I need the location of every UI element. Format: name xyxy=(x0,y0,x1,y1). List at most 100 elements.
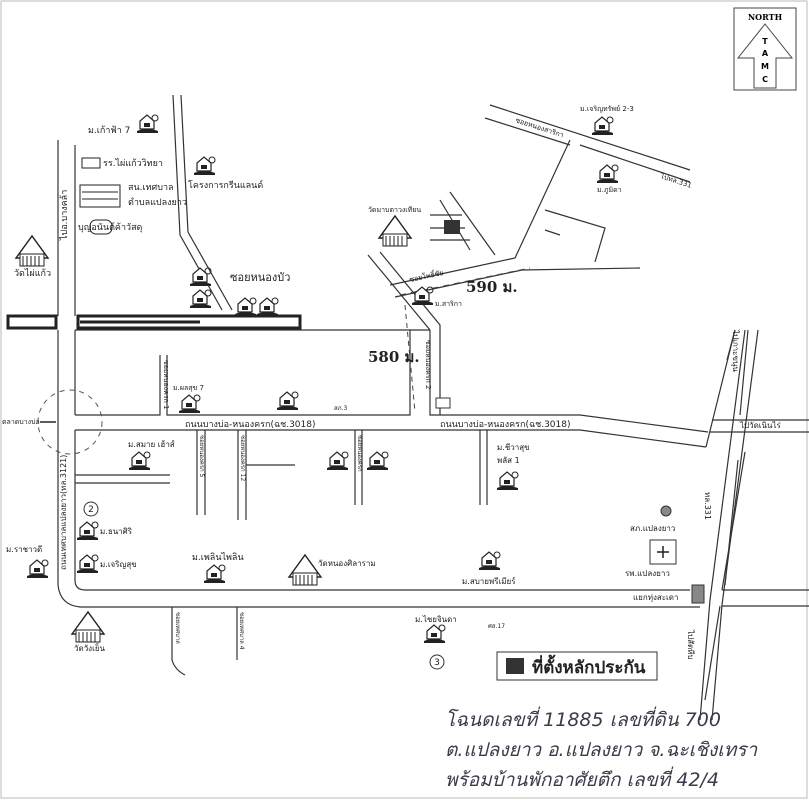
house-icon xyxy=(193,156,216,176)
temple-icon xyxy=(15,235,49,267)
place-label: ม.เจริญทรัพย์ 2-3 xyxy=(580,105,634,113)
place-label: โครงการกรีนแลนด์ xyxy=(188,179,263,191)
house-icon xyxy=(26,559,49,579)
legend-swatch xyxy=(506,658,524,674)
place-label: ม.สบายพรีเมียร์ xyxy=(462,576,516,586)
police-icon xyxy=(660,505,672,517)
road-label: ไปทล.331 xyxy=(658,171,693,190)
place-label: บุญอนันต์ค้าวัสดุ xyxy=(78,221,143,233)
road-label: ไปเกาะขนุน xyxy=(731,329,740,372)
place-label: ม.ผลสุข 7 xyxy=(173,384,204,392)
house-icon xyxy=(326,451,349,471)
house-icon xyxy=(178,394,201,414)
place-label: ม.ไชยจินดา xyxy=(415,615,457,624)
roads xyxy=(6,94,809,721)
compass-letter: A xyxy=(762,49,769,58)
house-icon xyxy=(189,267,212,287)
place-label: สภ.แปลงยาว xyxy=(630,524,675,533)
house-icon xyxy=(189,289,212,309)
road-label: ซอยหนองบัว xyxy=(230,271,290,284)
road-label: ไปวัดเนินไร่ xyxy=(739,421,781,430)
house-icon xyxy=(276,391,299,411)
temple-icon xyxy=(378,215,412,247)
marker-3 xyxy=(429,654,445,670)
traffic-light-icon xyxy=(691,584,705,604)
place-label: ม.เพลินไพลิน xyxy=(192,552,244,563)
temple-icon xyxy=(288,554,322,586)
legend: ที่ตั้งหลักประกัน xyxy=(496,651,658,681)
place-label: ตลาดบางบ่อ xyxy=(2,418,40,426)
legend-label: ที่ตั้งหลักประกัน xyxy=(532,654,646,678)
marker-2-label: 2 xyxy=(88,505,94,515)
road-label: ซอยหนองครก 5 xyxy=(198,435,205,478)
building-icons: 2 3 xyxy=(79,157,705,670)
house-icon xyxy=(76,521,99,541)
handwritten-line: โฉนดเลขที่ 11885 เลขที่ดิน 700 xyxy=(445,706,721,731)
road-label: ซอยเทศบาล xyxy=(174,612,181,644)
house-icon xyxy=(203,564,226,584)
marker-2 xyxy=(83,501,99,517)
place-label: วัดวังเย็น xyxy=(74,643,106,653)
house-icon xyxy=(256,297,279,317)
handwritten-note: โฉนดเลขที่ 11885 เลขที่ดิน 700 ต.แปลงยาว… xyxy=(445,706,759,791)
place-label: วัดไผ่แก้ว xyxy=(14,268,51,279)
place-label: ม.ธนาศิริ xyxy=(100,527,133,536)
school-icon xyxy=(81,157,101,169)
north-arrow-icon xyxy=(736,23,794,89)
handwritten-line: พร้อมบ้านพักอาศัยตึก เลขที่ 42/4 xyxy=(445,766,719,791)
distance-label: 590 ม. xyxy=(466,278,518,296)
house-icon xyxy=(76,554,99,574)
place-label: ม.เจริญสุข xyxy=(100,560,137,569)
road-label: แยกทุ่งสะเดา xyxy=(633,593,678,602)
place-label: ม.เก้าฟ้า 7 xyxy=(88,125,130,136)
road-label: ซอยหนองสาริกา xyxy=(514,116,564,139)
marker-3-label: 3 xyxy=(434,658,440,668)
compass-letter: C xyxy=(762,75,768,84)
north-compass: NORTH T A M C xyxy=(733,7,797,91)
shop-icon xyxy=(89,219,113,235)
road-label: ซอยหนองครก 12 xyxy=(239,435,246,481)
place-label: สภ.3 xyxy=(334,405,348,412)
road-label: ซอยหนองครก 1 xyxy=(162,360,170,409)
road-label: ไปอ.บางคล้า xyxy=(59,190,70,241)
place-label: วัดมาบตาวงเทียน xyxy=(368,206,421,214)
house-icon xyxy=(478,551,501,571)
place-label: พลัส 1 xyxy=(497,456,520,465)
temple-icon xyxy=(71,611,105,643)
hospital-cross-icon xyxy=(657,546,669,558)
road-label: ทล.331 xyxy=(703,492,712,520)
road-label: ซอยหนองครก xyxy=(356,435,363,472)
house-icon xyxy=(128,451,151,471)
place-label: รพ.แปลงยาว xyxy=(625,569,670,578)
house-icon xyxy=(423,624,446,644)
road-label: ซอยโพธิ์ชัย xyxy=(408,267,444,284)
house-icon xyxy=(591,116,614,136)
compass-title: NORTH xyxy=(748,12,783,22)
place-label: ม.ราชาวดี xyxy=(6,545,42,554)
building-icon xyxy=(435,397,451,409)
house-icon xyxy=(496,471,519,491)
map-labels: ม.เก้าฟ้า 7 รร.ไผ่แก้ววิทยา สน.เทศบาล ตำ… xyxy=(2,105,781,660)
place-label: ม.ภูมิดา xyxy=(597,186,622,194)
collateral-location-marker xyxy=(444,220,460,234)
road-label: ถนนบางบ่อ-หนองครก(ฉช.3018) xyxy=(185,420,316,430)
road-label: ถนนเทศบาลแปลงยาว(ทล.3121) xyxy=(59,455,68,570)
house-icon xyxy=(136,114,159,134)
house-icon xyxy=(366,451,389,471)
house-icon xyxy=(234,297,257,317)
distance-label: 580 ม. xyxy=(368,348,420,366)
place-label: ม.สาริกา xyxy=(435,300,462,308)
road-label: ไปสัตหีบ xyxy=(686,629,695,660)
place-label: ตำบลแปลงยาว xyxy=(128,197,187,208)
place-label: รร.ไผ่แก้ววิทยา xyxy=(103,158,163,169)
road-label: ถนนบางบ่อ-หนองครก(ฉช.3018) xyxy=(440,420,571,430)
place-label: ม.สมาย เฮ้าส์ xyxy=(128,439,175,449)
municipal-building-icon xyxy=(79,184,121,208)
place-label: สน.เทศบาล xyxy=(128,183,174,193)
road-label: ซอยเทศบาล 4 xyxy=(238,612,245,650)
handwritten-line: ต.แปลงยาว อ.แปลงยาว จ.ฉะเชิงเทรา xyxy=(445,739,759,761)
compass-letter: T xyxy=(762,37,768,46)
house-icon xyxy=(596,164,619,184)
